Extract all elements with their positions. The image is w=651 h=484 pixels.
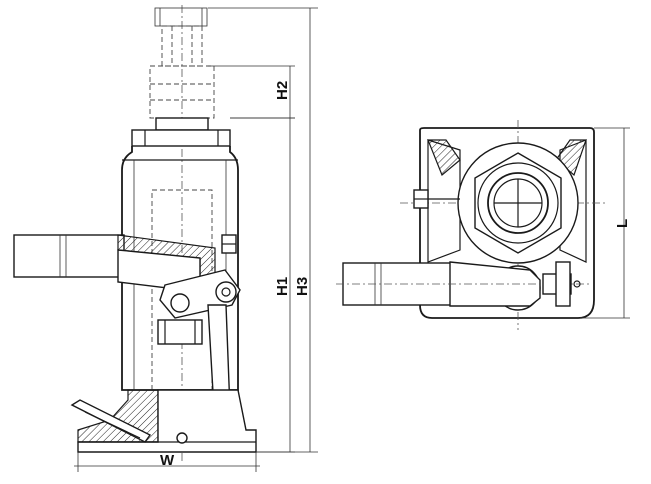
h2-label: H2: [274, 81, 291, 100]
release-valve: [221, 234, 237, 254]
l-dimension: L: [580, 127, 631, 319]
h1-label: H1: [274, 277, 291, 296]
jack-base: [70, 389, 257, 453]
h2-dimension: H2: [208, 65, 295, 119]
top-base-outline: [419, 127, 595, 319]
l-label: L: [614, 219, 631, 228]
h3-label: H3: [294, 277, 311, 296]
top-view: L: [336, 120, 631, 330]
release-screw: [542, 261, 581, 307]
h3-dimension: H3: [208, 7, 318, 453]
w-label: W: [160, 452, 175, 469]
side-view: H2 H1 H3 W: [13, 5, 318, 472]
side-knob: [413, 189, 460, 209]
saddle-top: [131, 117, 231, 147]
pump-handle: [13, 234, 216, 293]
top-cylinder: [457, 142, 579, 264]
top-handle: [336, 261, 590, 307]
w-dimension: W: [74, 452, 260, 472]
